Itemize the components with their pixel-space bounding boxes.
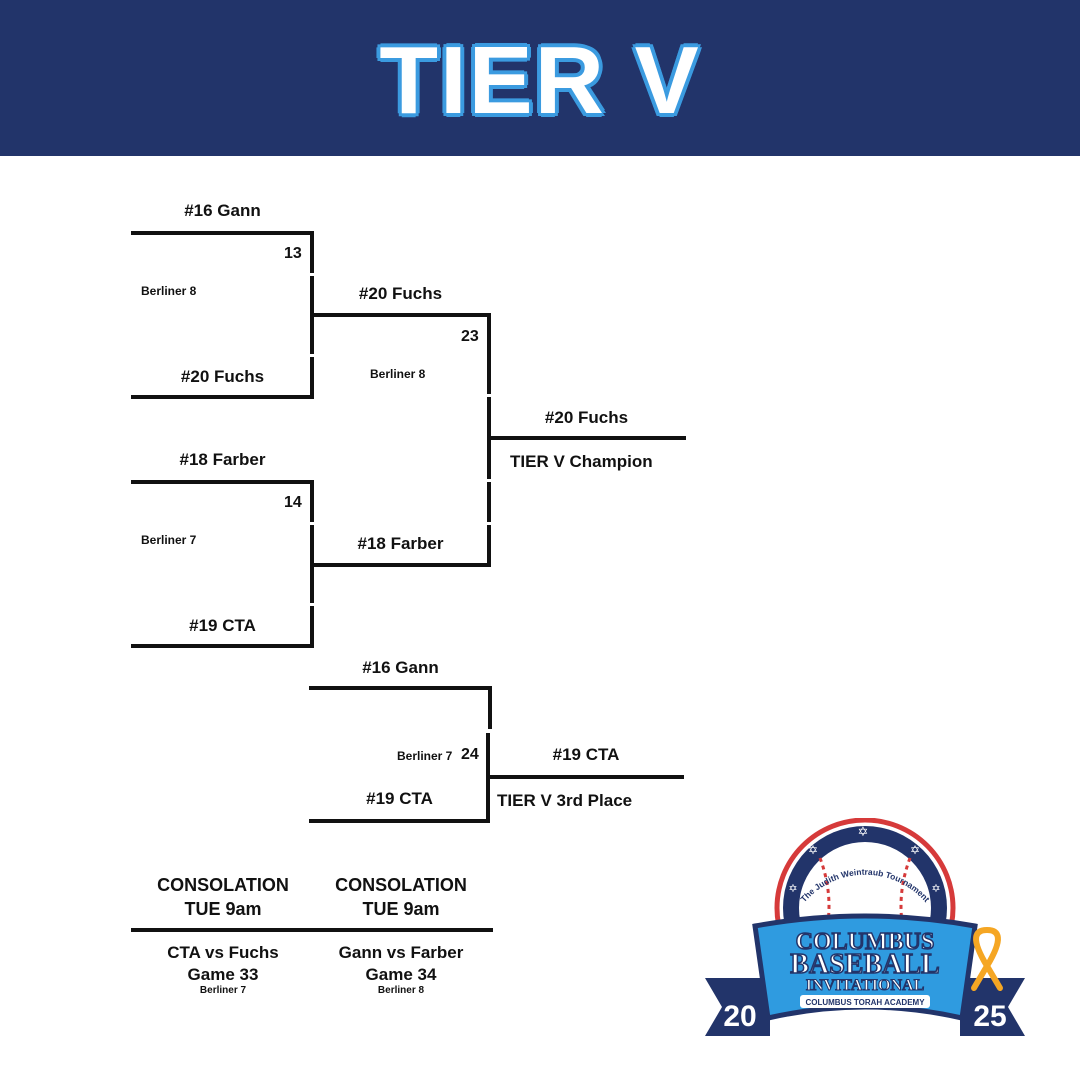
- bracket-line: [310, 313, 491, 317]
- star-icon: ✡: [931, 883, 940, 895]
- venue-label: Berliner 8: [370, 367, 426, 381]
- bracket-line: [131, 480, 314, 484]
- bracket-line: [310, 480, 314, 522]
- consolation-2-time: TUE 9am: [362, 899, 440, 919]
- logo-subtitle: COLUMBUS TORAH ACADEMY: [805, 998, 925, 1007]
- logo-line3: INVITATIONAL: [806, 977, 925, 994]
- bracket-line: [488, 686, 492, 729]
- third-place-team: #19 CTA: [552, 745, 620, 764]
- team-slot-r1-bottom-1: #18 Farber: [179, 450, 266, 469]
- bracket-line: [309, 819, 490, 823]
- team-slot-third-2: #19 CTA: [366, 789, 433, 808]
- bracket-line: [310, 357, 314, 399]
- venue-label: Berliner 7: [141, 533, 197, 547]
- logo-line1: COLUMBUS: [796, 929, 935, 955]
- bracket-line: [487, 482, 491, 522]
- game-number-13: 13: [284, 245, 302, 262]
- consolation-1-time: TUE 9am: [184, 899, 262, 919]
- bracket-line: [310, 606, 314, 648]
- logo-year-left: 20: [723, 1000, 756, 1033]
- bracket-line: [131, 231, 314, 235]
- champion-team: #20 Fuchs: [544, 408, 629, 427]
- ribbon-back-right: [960, 978, 1025, 1036]
- bracket-line: [131, 644, 314, 648]
- page-title: TIER V: [379, 27, 701, 134]
- bracket-line: [487, 436, 686, 440]
- bracket-line: [131, 395, 314, 399]
- team-slot-r1-top-2: #20 Fuchs: [180, 367, 265, 386]
- consolation-1-venue: Berliner 7: [199, 985, 247, 996]
- consolation-divider: [131, 928, 493, 932]
- champion-label: TIER V Champion: [510, 452, 653, 471]
- header-banner: TIER V: [0, 0, 1080, 156]
- team-slot-third-1: #16 Gann: [362, 658, 439, 677]
- game-number-23: 23: [461, 328, 479, 345]
- logo-banner: [752, 913, 978, 1022]
- consolation-2-game: Game 34: [365, 965, 437, 984]
- team-slot-final-2: #18 Farber: [357, 534, 444, 553]
- consolation-2-venue: Berliner 8: [377, 985, 425, 996]
- star-icon: ✡: [858, 824, 869, 839]
- star-icon: ✡: [910, 843, 920, 857]
- consolation-1-title: CONSOLATION: [157, 875, 289, 895]
- consolation-1-matchup: CTA vs Fuchs: [167, 943, 279, 962]
- consolation-2-matchup: Gann vs Farber: [338, 943, 464, 962]
- bracket-line: [487, 525, 491, 567]
- bracket-line: [487, 313, 491, 394]
- game-number-24: 24: [461, 746, 479, 763]
- star-icon: ✡: [788, 883, 797, 895]
- venue-label: Berliner 8: [141, 284, 197, 298]
- game-number-14: 14: [284, 494, 302, 511]
- bracket-line: [310, 563, 491, 567]
- logo-line2: BASEBALL: [790, 949, 939, 980]
- bracket-line: [309, 686, 492, 690]
- awareness-ribbon-icon: [971, 926, 1003, 991]
- bracket-line: [310, 231, 314, 273]
- consolation-1-game: Game 33: [187, 965, 259, 984]
- logo-year-right: 25: [973, 1000, 1006, 1033]
- ribbon-back-left: [705, 978, 770, 1036]
- team-slot-r1-bottom-2: #19 CTA: [189, 616, 256, 635]
- team-slot-r1-top-1: #16 Gann: [184, 201, 261, 220]
- consolation-2-title: CONSOLATION: [335, 875, 467, 895]
- star-icon: ✡: [808, 843, 818, 857]
- team-slot-final-1: #20 Fuchs: [358, 284, 443, 303]
- tournament-logo: ✡ ✡ ✡ ✡ ✡ The Judith Weintraub Tournamen…: [705, 818, 1025, 1036]
- third-place-label: TIER V 3rd Place: [497, 791, 633, 810]
- venue-label: Berliner 7: [397, 749, 453, 763]
- bracket-line: [488, 775, 684, 779]
